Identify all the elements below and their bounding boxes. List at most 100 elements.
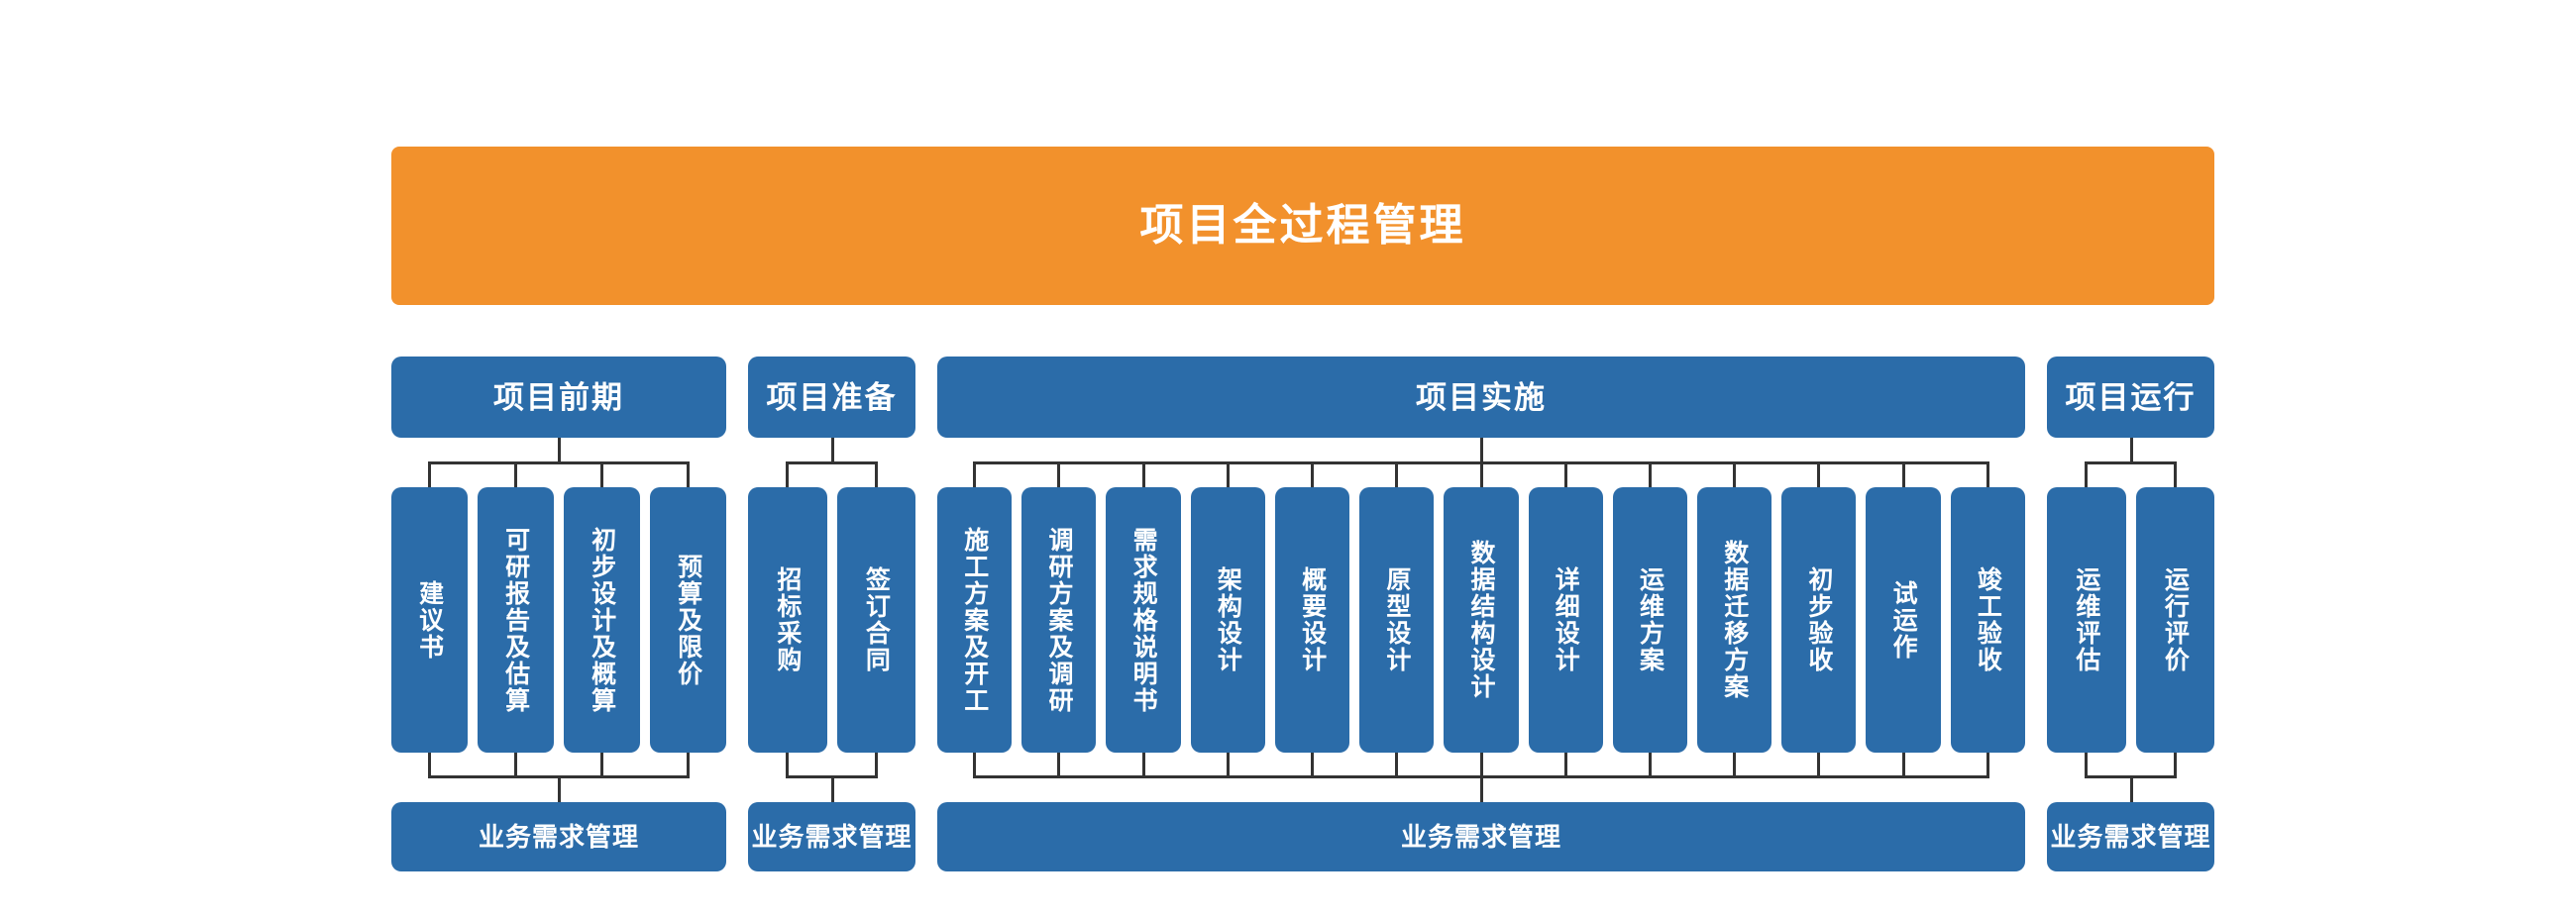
phase-item-label: 运维方案 [1636, 566, 1664, 673]
connector-drop [600, 461, 603, 487]
connector-drop [786, 461, 790, 487]
group-header[interactable]: 项目准备 [748, 357, 915, 438]
phase-item[interactable]: 施工方案及开工 [937, 487, 1013, 753]
phase-item[interactable]: 预算及限价 [650, 487, 726, 753]
connector-bottom [937, 753, 2025, 802]
group-footer[interactable]: 业务需求管理 [2047, 802, 2214, 871]
connector-drop [1986, 753, 1989, 778]
phase-item[interactable]: 签订合同 [836, 487, 915, 753]
connector-drop [1311, 461, 1315, 487]
phase-item[interactable]: 运维评估 [2047, 487, 2126, 753]
phase-item[interactable]: 初步验收 [1781, 487, 1857, 753]
connector-top [937, 438, 2025, 487]
connector-drop [1395, 753, 1399, 778]
connector-drop [1311, 753, 1315, 778]
phase-item[interactable]: 可研报告及估算 [478, 487, 554, 753]
item-row: 施工方案及开工 调研方案及调研 需求规格说明书 架构设计 概要设计 原型设计 数据结构设计详… [937, 487, 2025, 753]
phase-item[interactable]: 建议书 [391, 487, 468, 753]
phase-item[interactable]: 详细设计 [1528, 487, 1603, 753]
phase-item[interactable]: 试运作 [1866, 487, 1941, 753]
phase-item[interactable]: 需求规格说明书 [1106, 487, 1181, 753]
phase-item[interactable]: 概要设计 [1274, 487, 1350, 753]
connector-drop [1986, 461, 1989, 487]
group-footer[interactable]: 业务需求管理 [391, 802, 726, 871]
phase-item-label: 调研方案及调研 [1044, 526, 1073, 714]
group-header[interactable]: 项目运行 [2047, 357, 2214, 438]
phase-item[interactable]: 招标采购 [748, 487, 827, 753]
connector-top [391, 438, 726, 487]
connector-bus [429, 461, 689, 464]
connector-drop [428, 461, 431, 487]
connector-drop [687, 753, 690, 778]
phase-item-label: 招标采购 [773, 566, 802, 673]
group-footer-label: 业务需求管理 [751, 822, 912, 852]
connector-drop [1057, 461, 1061, 487]
phase-item-label: 运行评价 [2161, 566, 2190, 673]
group-header[interactable]: 项目实施 [937, 357, 2025, 438]
phase-item-label: 架构设计 [1214, 566, 1242, 673]
phase-item[interactable]: 调研方案及调研 [1021, 487, 1097, 753]
phase-item-label: 初步验收 [1804, 566, 1833, 673]
connector-drop [973, 753, 977, 778]
connector-drop [1648, 753, 1652, 778]
phase-item-label: 竣工验收 [1974, 566, 2002, 673]
connector-drop [786, 753, 790, 778]
connector-drop [1563, 753, 1567, 778]
connector-drop [874, 753, 878, 778]
connector-drop [1733, 461, 1737, 487]
connector-drop [2173, 753, 2177, 778]
phase-item[interactable]: 数据迁移方案 [1696, 487, 1772, 753]
connector-drop [1817, 461, 1821, 487]
phase-item[interactable]: 竣工验收 [1950, 487, 2025, 753]
group-footer[interactable]: 业务需求管理 [937, 802, 2025, 871]
connector-drop [973, 461, 977, 487]
phase-item[interactable]: 初步设计及概算 [564, 487, 640, 753]
item-row: 运维评估 运行评价 [2047, 487, 2214, 753]
connector-drop [1901, 753, 1905, 778]
phase-item-label: 概要设计 [1298, 566, 1327, 673]
phase-item[interactable]: 原型设计 [1359, 487, 1435, 753]
phase-item-label: 预算及限价 [674, 553, 702, 687]
connector-drop [1733, 753, 1737, 778]
connector-drop [600, 753, 603, 778]
connector-stem [830, 777, 834, 802]
phase-item-label: 初步设计及概算 [588, 526, 616, 714]
phase-group: 项目运行运维评估 运行评价业务需求管理 [2047, 357, 2214, 871]
phase-item-label: 施工方案及开工 [960, 526, 989, 714]
connector-drop [1141, 753, 1145, 778]
phase-group: 项目前期建议书 可研报告及估算 初步设计及概算 预算及限价业务需求管理 [391, 357, 726, 871]
connector-drop [1395, 461, 1399, 487]
connector-drop [2173, 461, 2177, 487]
connector-stem [558, 438, 561, 462]
connector-drop [1226, 753, 1230, 778]
phase-item-label: 原型设计 [1382, 566, 1411, 673]
item-row: 建议书 可研报告及估算 初步设计及概算 预算及限价 [391, 487, 726, 753]
connector-drop [1141, 461, 1145, 487]
phase-item[interactable]: 运行评价 [2135, 487, 2214, 753]
phase-item-label: 详细设计 [1552, 566, 1580, 673]
connector-drop [874, 461, 878, 487]
connector-bus [2086, 775, 2176, 778]
phase-group: 项目实施施工方案及开工 调研方案及调研 需求规格说明书 架构设计 概要设计 原型设计 数据结… [937, 357, 2025, 871]
group-footer[interactable]: 业务需求管理 [748, 802, 915, 871]
group-header[interactable]: 项目前期 [391, 357, 726, 438]
phase-groups: 项目前期建议书 可研报告及估算 初步设计及概算 预算及限价业务需求管理 项目准备招标采购… [391, 357, 2214, 871]
connector-drop [1226, 461, 1230, 487]
connector-drop [1817, 753, 1821, 778]
group-header-label: 项目准备 [766, 379, 898, 415]
connector-drop [1479, 753, 1483, 778]
group-header-label: 项目实施 [1416, 379, 1547, 415]
phase-item-label: 签订合同 [862, 566, 891, 673]
phase-item-label: 建议书 [415, 579, 444, 661]
connector-stem [2129, 777, 2133, 802]
connector-top [748, 438, 915, 487]
connector-bus [429, 775, 689, 778]
connector-drop [1648, 461, 1652, 487]
phase-item-label: 需求规格说明书 [1129, 526, 1158, 714]
phase-item[interactable]: 架构设计 [1190, 487, 1265, 753]
phase-item[interactable]: 数据结构设计 [1444, 487, 1519, 753]
group-header-label: 项目运行 [2065, 379, 2197, 415]
phase-item[interactable]: 运维方案 [1612, 487, 1687, 753]
connector-stem [1480, 438, 1483, 462]
